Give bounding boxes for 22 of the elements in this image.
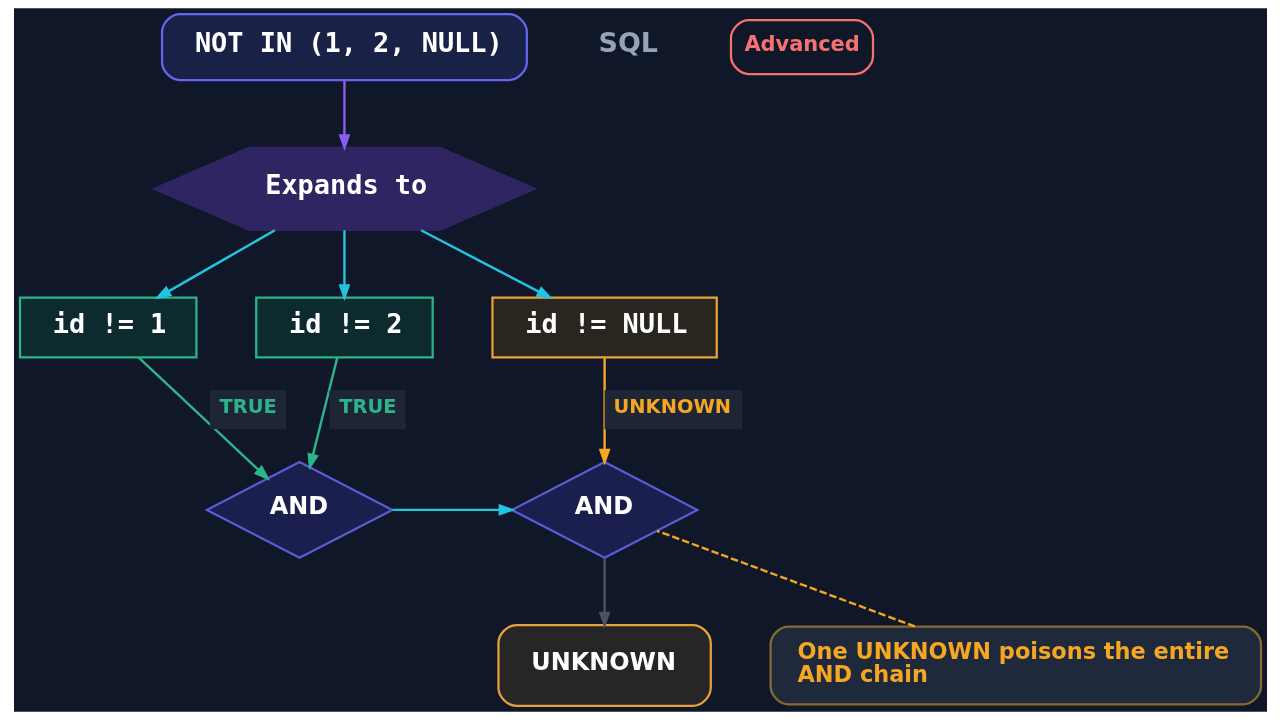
- node-box: NOT IN (1, 2, NULL): [160, 13, 528, 82]
- arrow: [598, 357, 610, 466]
- arrow: [338, 80, 350, 152]
- node-box: id != 1: [18, 296, 198, 359]
- node-box: id != 2: [254, 296, 434, 359]
- arrow: [137, 356, 270, 481]
- edge-label: TRUE: [338, 395, 396, 419]
- arrow: [598, 558, 610, 629]
- arrow: [420, 229, 553, 300]
- node-diamond: AND: [203, 460, 395, 560]
- connector: [656, 529, 915, 628]
- edge-label: UNKNOWN: [613, 395, 731, 419]
- arrow: [338, 230, 350, 302]
- node-box: One UNKNOWN poisons the entire AND chain: [768, 625, 1262, 706]
- node-box: id != NULL: [490, 296, 718, 359]
- edge-label: TRUE: [219, 395, 277, 419]
- arrow: [392, 504, 515, 516]
- arrow: [154, 229, 275, 300]
- label: SQL: [598, 27, 658, 59]
- node-box: Advanced: [729, 19, 874, 76]
- arrow: [307, 357, 338, 471]
- node-box: UNKNOWN: [496, 623, 712, 707]
